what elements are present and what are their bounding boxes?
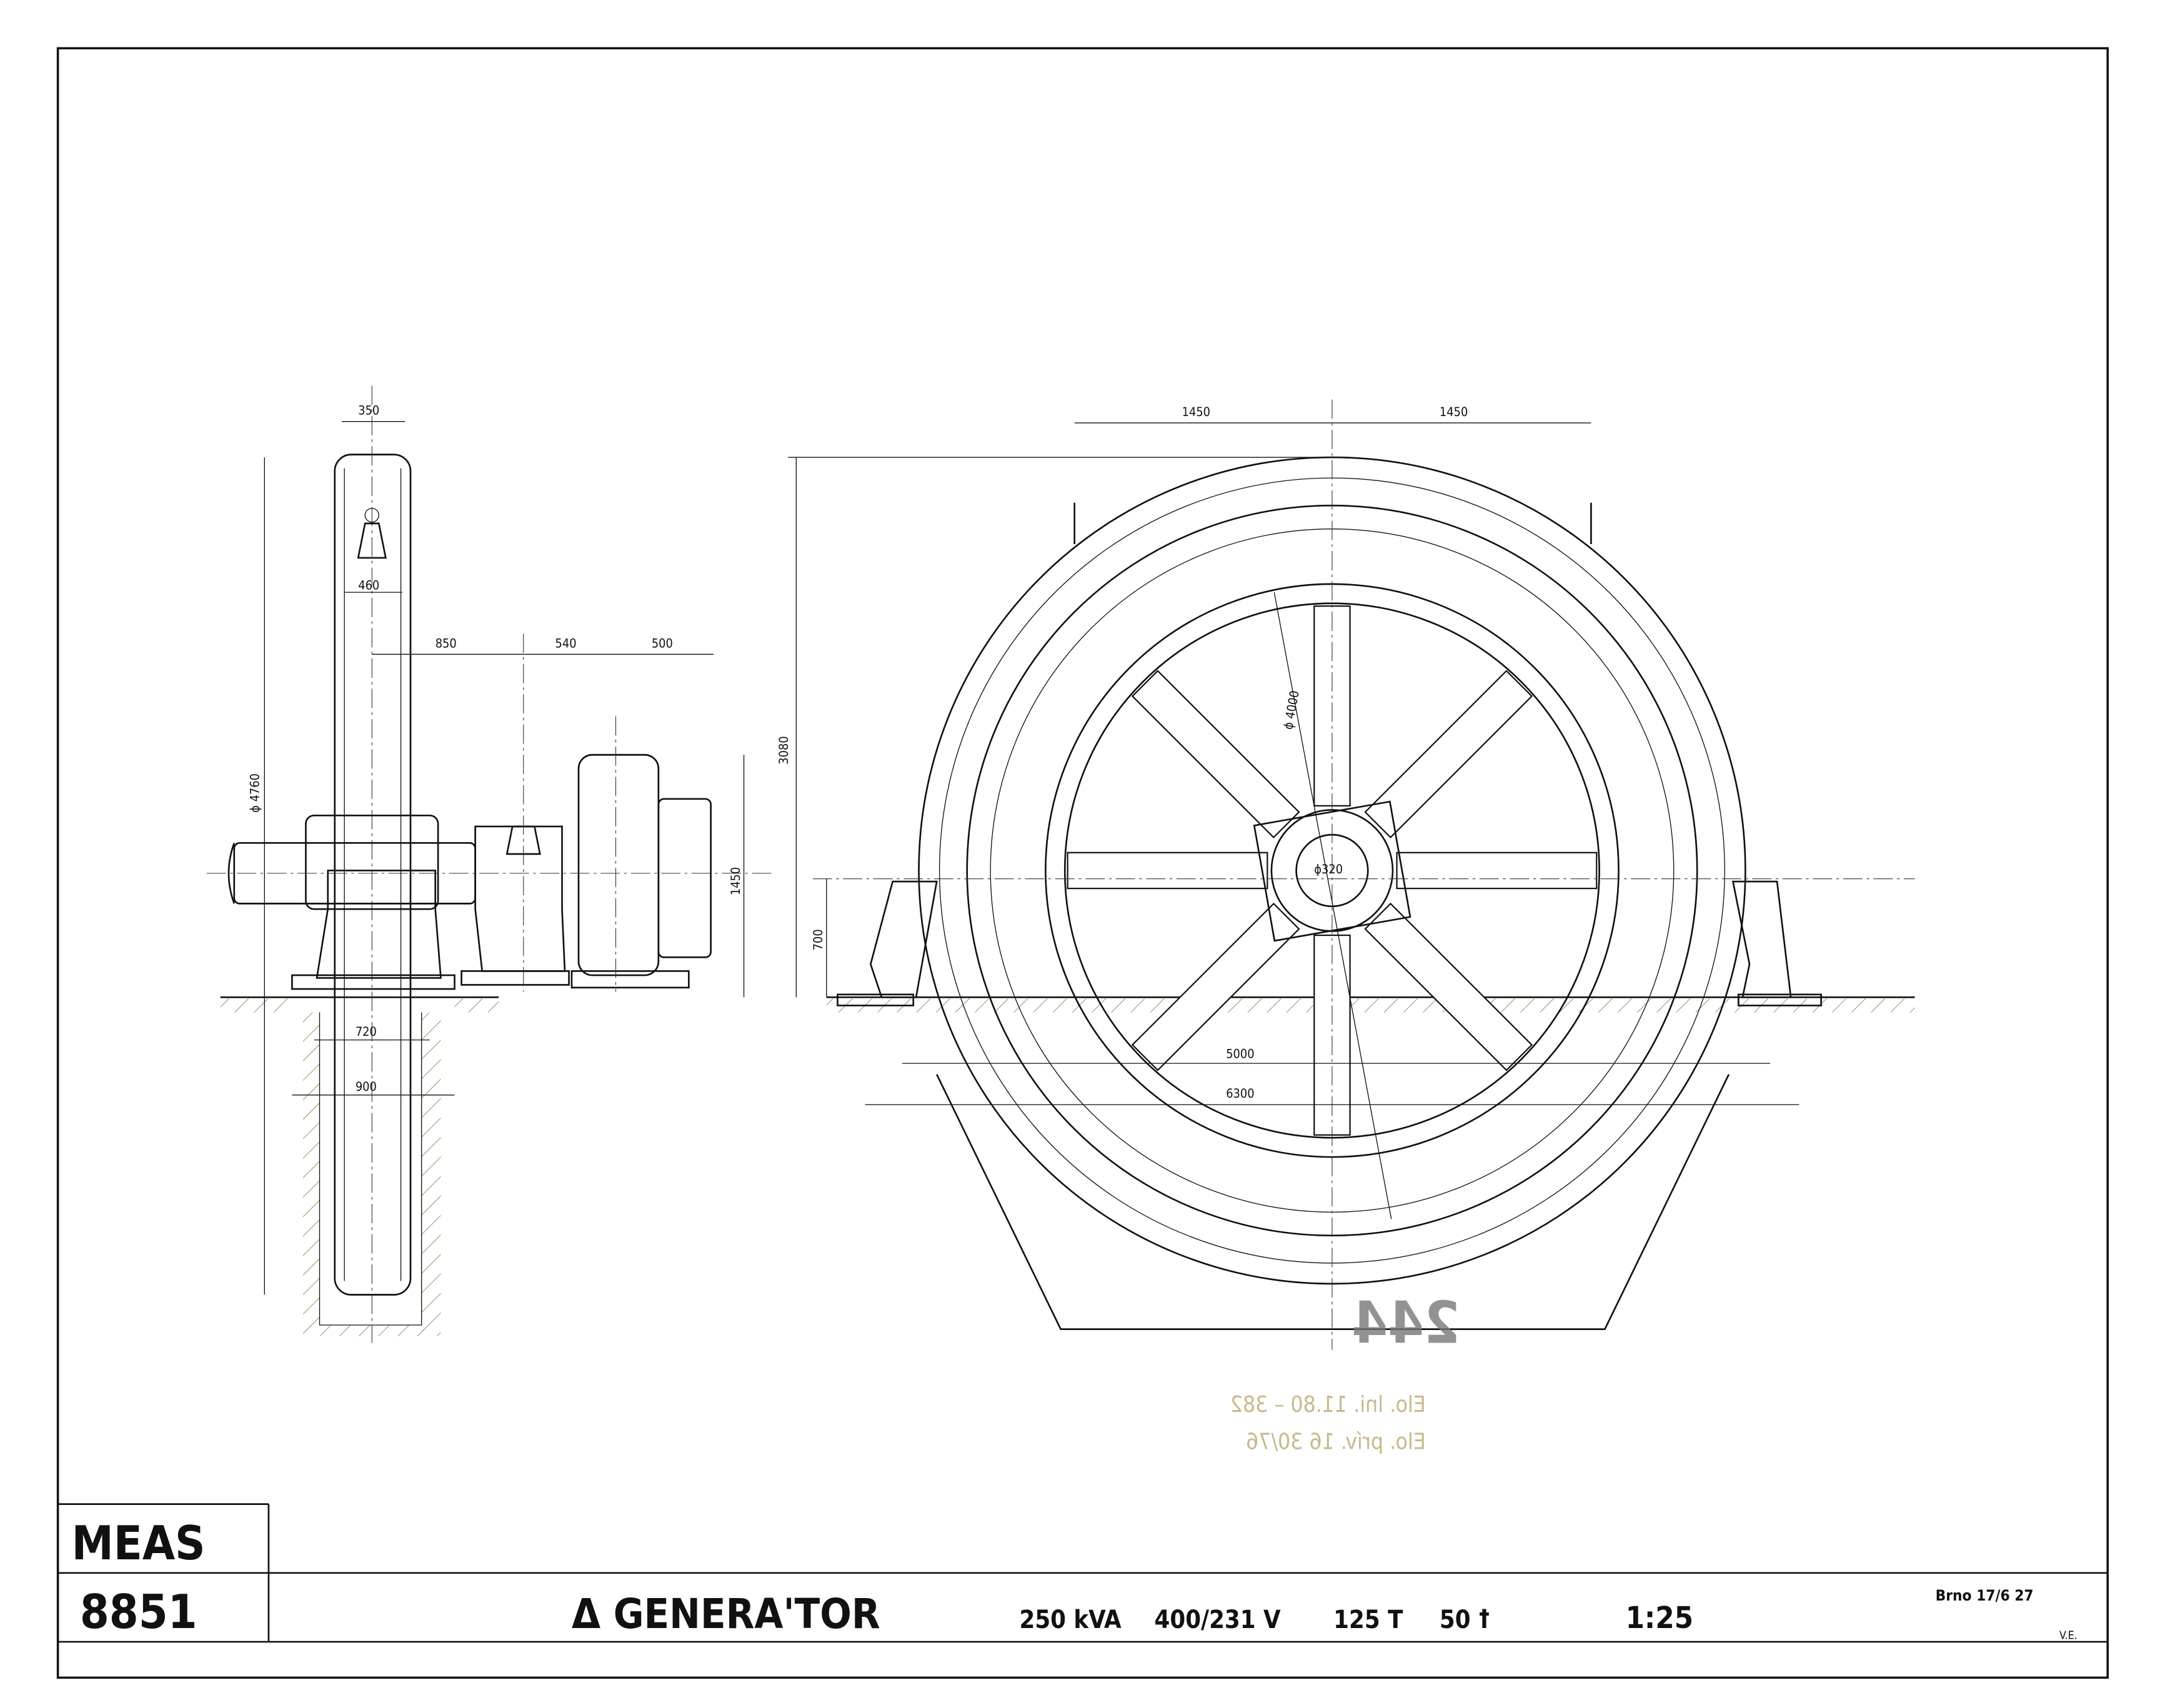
voltage-rating: 400/231 V: [1155, 1606, 1281, 1634]
dim-phi4760: ϕ 4760: [247, 773, 262, 813]
front-view: 1450 1450 3080 700 ϕ 4000 ϕ320 5000 6300…: [777, 399, 1915, 1454]
dim-1450-left: 1450: [1182, 405, 1210, 419]
side-view: 350 460 850 540 500 ϕ 4760 1450 720 900: [206, 385, 772, 1343]
dim-540: 540: [555, 636, 577, 650]
drawing-scale: 1:25: [1626, 1601, 1694, 1636]
title-block: MEAS 8851 Δ GENERA'TOR 250 kVA 400/231 V…: [57, 1503, 2108, 1643]
company-name: MEAS: [72, 1516, 206, 1571]
power-rating: 250 kVA: [1019, 1606, 1122, 1634]
stamp-mark: 244: [1351, 1289, 1460, 1357]
frequency-rating: 50 ꝉ: [1440, 1606, 1490, 1634]
dim-3080: 3080: [777, 736, 791, 764]
pencil-note-1: Elo. lni. 11.80 – 382: [1230, 1392, 1426, 1418]
drawing-title: Δ GENERA'TOR: [572, 1590, 880, 1638]
initials: V.E.: [2059, 1630, 2078, 1642]
dim-1450-right: 1450: [1440, 405, 1468, 419]
pencil-note-2: Elo. prív. 16 30/76: [1246, 1429, 1426, 1454]
dim-350: 350: [358, 404, 379, 418]
dim-900: 900: [356, 1080, 377, 1094]
dim-1450-side: 1450: [729, 867, 743, 895]
dim-500: 500: [652, 636, 673, 650]
place-date: Brno 17/6 27: [1936, 1586, 2034, 1604]
dim-460: 460: [358, 578, 379, 593]
dim-6300: 6300: [1226, 1086, 1254, 1101]
dim-700: 700: [811, 929, 825, 950]
speed-rating: 125 T: [1333, 1606, 1403, 1634]
dim-850: 850: [435, 636, 457, 650]
drawing-number: 8851: [80, 1584, 197, 1639]
dim-5000: 5000: [1226, 1046, 1254, 1061]
dim-phi320: ϕ320: [1314, 862, 1343, 876]
drawing-frame: [56, 47, 2109, 1679]
dim-720: 720: [356, 1025, 377, 1039]
